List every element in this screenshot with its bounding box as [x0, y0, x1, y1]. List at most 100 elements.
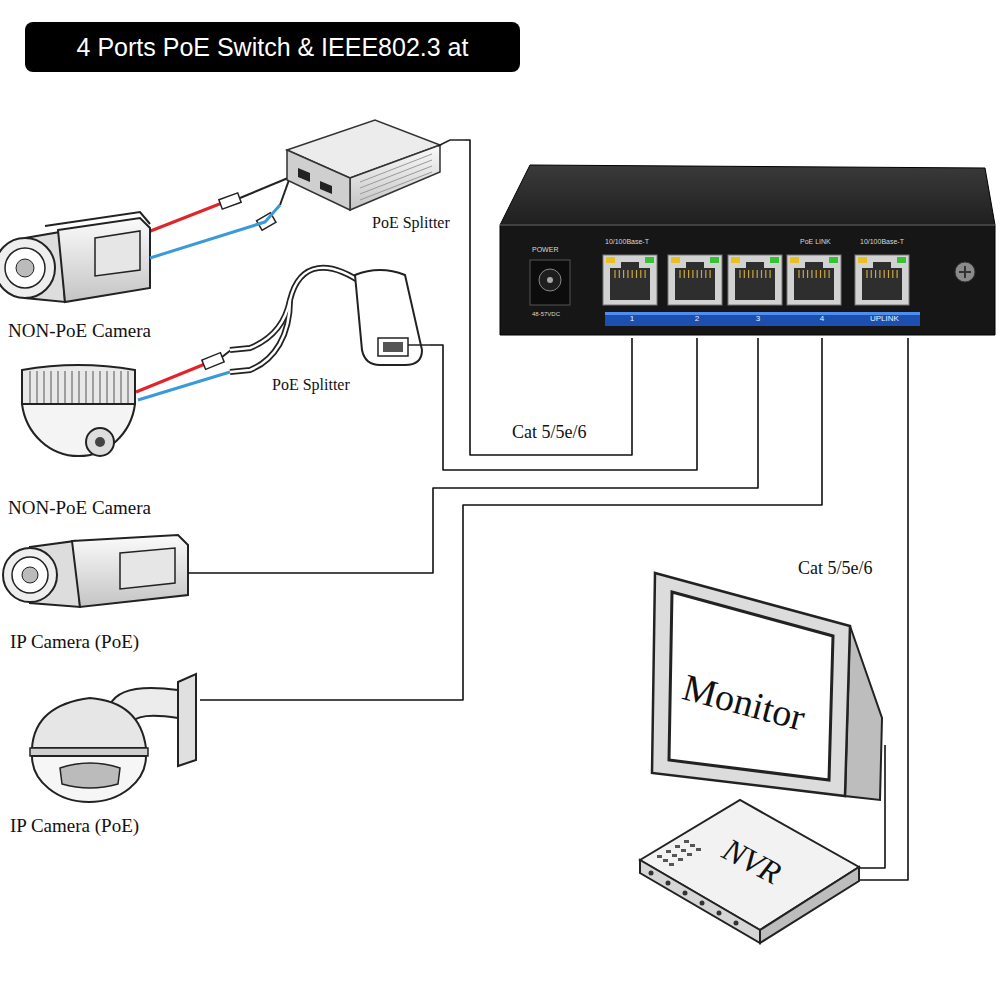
- rj45-port: [610, 268, 650, 300]
- switch-front: [500, 225, 995, 335]
- panel-marking: 1: [630, 315, 634, 323]
- camera-lens: [5, 248, 45, 288]
- panel-marking: 10/100Base-T: [605, 238, 649, 245]
- cable-connector: [150, 205, 280, 258]
- port-pins: [615, 270, 645, 278]
- panel-marking: 3: [756, 315, 760, 323]
- power-jack: [530, 260, 570, 305]
- panel-marking: UPLINK: [870, 315, 899, 323]
- camera-lens: [22, 567, 38, 583]
- camera-lens: [86, 428, 114, 456]
- rj45-port: [805, 262, 823, 270]
- poe-splitter-box: PoE Splitter: [280, 110, 465, 240]
- panel-marking: 48-57VDC: [532, 311, 560, 317]
- splitter-body: [355, 270, 422, 365]
- monitor: Monitor: [640, 568, 885, 800]
- device-label: IP Camera (PoE): [10, 816, 139, 835]
- splitter-lead: [222, 350, 231, 357]
- splitter-fins: [360, 154, 432, 200]
- nvr-top: [640, 800, 859, 930]
- power-wire: [148, 203, 222, 232]
- dome-shell: [22, 404, 135, 456]
- y-cable: [230, 268, 365, 350]
- rj45-port: [794, 268, 834, 300]
- port-led: [770, 257, 779, 263]
- nvr-key: [684, 840, 689, 843]
- device-label: NON-PoE Camera: [8, 321, 151, 340]
- port-pins: [867, 270, 897, 278]
- port-pins: [740, 270, 770, 278]
- splitter-side: [287, 150, 350, 210]
- ground-screw: [955, 262, 975, 282]
- port-led: [606, 257, 615, 263]
- title-banner: 4 Ports PoE Switch & IEEE802.3 at: [25, 22, 520, 72]
- camera-dome: NON-PoE Camera: [0, 362, 138, 522]
- ptz-dome: [32, 756, 146, 802]
- device-label: PoE Splitter: [372, 215, 450, 231]
- nvr-key: [678, 858, 683, 861]
- nvr-key: [663, 859, 668, 862]
- nvr-key: [690, 844, 695, 847]
- camera-ptz: IP Camera (PoE): [0, 660, 200, 840]
- panel-marking: POWER: [532, 246, 558, 253]
- splitter-lead: [280, 180, 289, 205]
- device-label: NON-PoE Camera: [8, 498, 151, 517]
- port-led: [671, 257, 680, 263]
- monitor-side: [845, 626, 882, 800]
- camera-lens: [95, 437, 105, 447]
- nvr-button: [649, 871, 654, 876]
- camera-lens: [12, 557, 48, 593]
- port-strip: [605, 312, 920, 326]
- panel-marking: 2: [695, 315, 699, 323]
- port-led: [731, 257, 740, 263]
- port-led: [829, 257, 838, 263]
- cable-connector: [138, 372, 230, 400]
- rj45-port: [668, 255, 722, 305]
- rj45-port: [862, 268, 902, 300]
- monitor-screen: [669, 592, 833, 780]
- cable-label: Cat 5/5e/6: [512, 423, 587, 441]
- dome-cap: [22, 365, 135, 409]
- switch-edge: [500, 224, 995, 226]
- nvr-key: [669, 863, 674, 866]
- camera-body: [72, 535, 188, 607]
- nvr-key: [672, 854, 677, 857]
- rj45-port: [787, 255, 841, 305]
- rj45-port: [873, 262, 891, 270]
- camera-lens: [0, 238, 55, 298]
- y-cable: [230, 268, 365, 350]
- nvr-key: [681, 849, 686, 852]
- nvr-button: [700, 901, 705, 906]
- power-pin: [547, 277, 553, 283]
- cable-connector: [188, 338, 758, 573]
- camera-box: NON-PoE Camera: [0, 210, 150, 345]
- port-led: [645, 257, 654, 263]
- node-shape: [498, 160, 998, 338]
- camera-panel: [120, 548, 175, 589]
- splitter-port: [298, 168, 310, 182]
- ptz-band: [30, 748, 148, 756]
- node-shape: [640, 568, 885, 800]
- y-cable: [230, 300, 290, 372]
- camera-hood: [45, 212, 150, 226]
- node-shape: [0, 660, 200, 840]
- cable-label: Cat 5/5e/6: [798, 559, 873, 577]
- nvr-button: [717, 911, 722, 916]
- camera-body: [58, 218, 150, 302]
- port-pins: [799, 270, 829, 278]
- power-jack: [539, 269, 561, 291]
- port-led: [858, 257, 867, 263]
- poe-splitter-cable: PoE Splitter: [230, 240, 430, 400]
- port-led: [897, 257, 906, 263]
- wall-mount: [178, 674, 196, 766]
- splitter-front: [350, 145, 440, 210]
- rj45-port: [675, 268, 715, 300]
- rj45-plug: [257, 213, 276, 231]
- rj45-port: [746, 262, 764, 270]
- camera-panel: [95, 231, 140, 276]
- nvr-button: [683, 891, 688, 896]
- nvr-key: [666, 850, 671, 853]
- nvr-button: [666, 881, 671, 886]
- nvr-recorder: NVR: [635, 795, 860, 945]
